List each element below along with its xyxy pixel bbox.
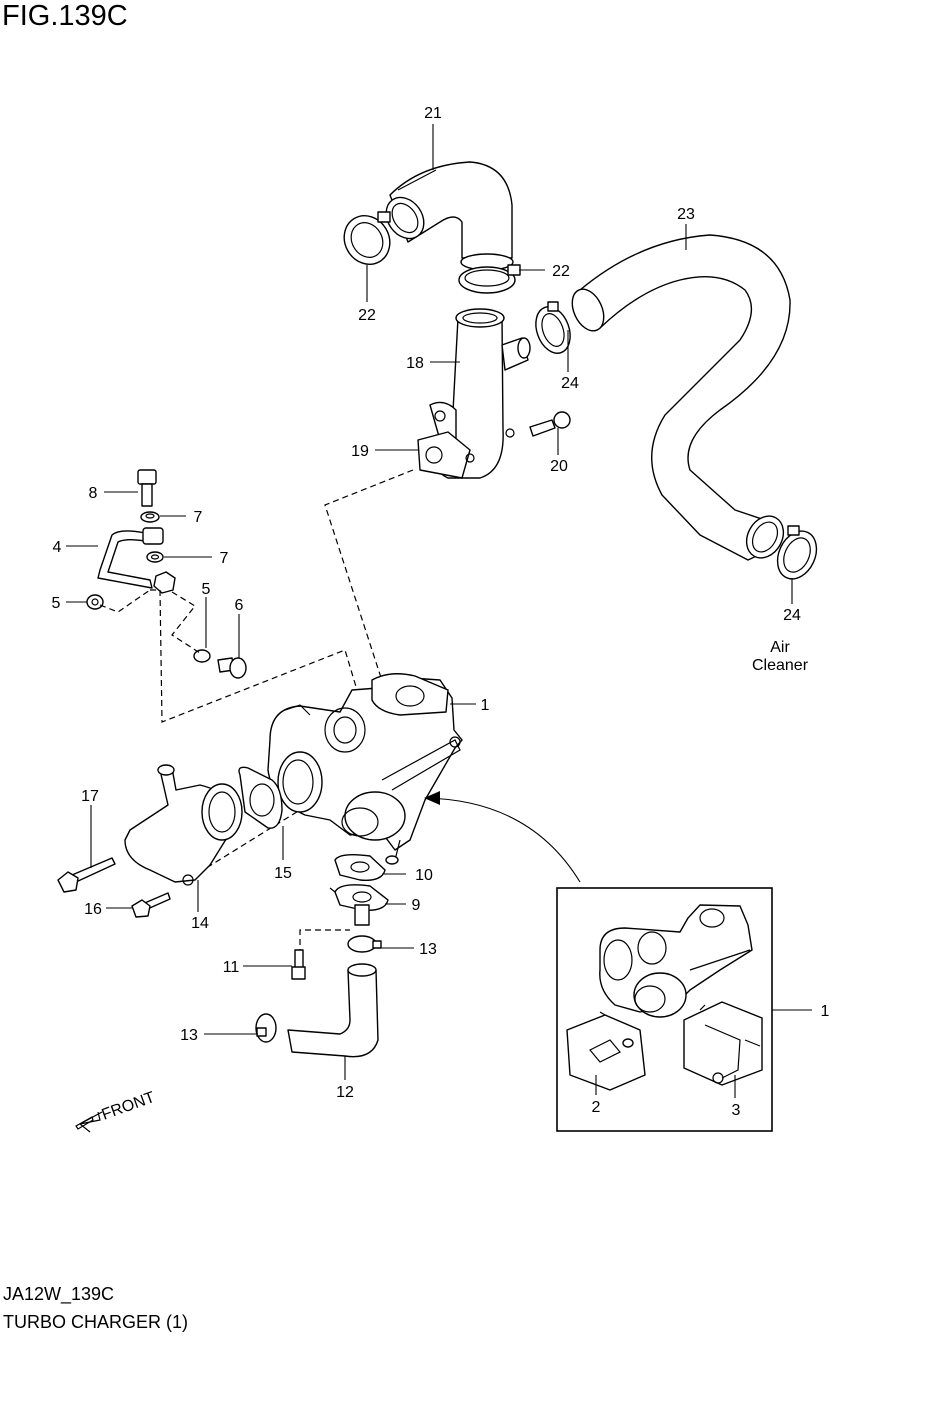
callout-9: 9 [412, 897, 421, 914]
leader-lines [66, 124, 812, 1098]
hose-23 [571, 234, 791, 561]
bolt-16 [131, 892, 171, 918]
air-cleaner-label-line1: Air [770, 639, 790, 656]
air-cleaner-label-line2: Cleaner [752, 657, 809, 674]
washer-7-upper [140, 511, 160, 523]
clamp-24-lower [776, 525, 818, 580]
callout-22-right: 22 [552, 263, 570, 280]
bolt-6 [217, 657, 247, 679]
bolt-20 [529, 411, 571, 437]
washer-7-lower [146, 551, 164, 563]
callout-17: 17 [81, 788, 99, 805]
callout-6: 6 [235, 597, 244, 614]
callout-13-lower: 13 [180, 1027, 198, 1044]
detail-inset [556, 887, 773, 1132]
callout-1-inset: 1 [821, 1003, 830, 1020]
washer-5-lower [193, 649, 211, 663]
callout-23: 23 [677, 206, 695, 223]
union-9 [334, 884, 389, 926]
turbocharger-1 [267, 673, 463, 865]
oil-pipe-4 [97, 527, 164, 589]
clamp-13-lower [255, 1013, 277, 1043]
callout-7-upper: 7 [194, 509, 203, 526]
front-arrow: FRONT [75, 1089, 158, 1133]
clamp-24-upper [535, 301, 571, 354]
callout-16: 16 [84, 901, 102, 918]
callout-5-left: 5 [52, 595, 61, 612]
hose-12 [287, 963, 379, 1058]
callout-numbers: 21 22 22 23 24 24 18 19 20 8 7 4 7 5 5 6… [52, 105, 830, 1119]
bolt-8 [137, 469, 157, 507]
bolt-11 [291, 949, 306, 980]
callout-11: 11 [223, 959, 240, 976]
inlet-pipe-18 [417, 308, 531, 479]
callout-12: 12 [336, 1084, 354, 1101]
callout-21: 21 [424, 105, 442, 122]
callout-22-left: 22 [358, 307, 376, 324]
callout-18: 18 [406, 355, 424, 372]
clamp-22-right [458, 264, 521, 294]
clamp-13-upper [347, 935, 382, 953]
clamp-22-left [343, 211, 391, 265]
gasket-15 [238, 766, 283, 829]
callout-4: 4 [53, 539, 62, 556]
callout-1: 1 [481, 697, 490, 714]
inset-pointer-line [424, 797, 581, 883]
nut-5-upper [153, 571, 176, 594]
figure-code: JA12W_139C [3, 1284, 115, 1304]
callout-20: 20 [550, 458, 568, 475]
inset-pointer-arrowhead [424, 791, 440, 805]
hose-21 [385, 161, 514, 271]
callout-3: 3 [732, 1102, 741, 1119]
figure-title: FIG.139C [2, 0, 128, 32]
bolt-17 [57, 857, 116, 893]
callout-10: 10 [415, 867, 433, 884]
callout-2: 2 [592, 1099, 601, 1116]
figure-name: TURBO CHARGER (1) [3, 1312, 189, 1332]
callout-24-upper: 24 [561, 375, 579, 392]
callout-7-lower: 7 [220, 550, 229, 567]
callout-15: 15 [274, 865, 292, 882]
callout-24-lower: 24 [783, 607, 801, 624]
nut-5-left [86, 594, 104, 610]
callout-13-upper: 13 [419, 941, 437, 958]
callout-14: 14 [191, 915, 209, 932]
outlet-pipe-14 [124, 764, 243, 886]
front-label: FRONT [100, 1089, 158, 1124]
gasket-10 [334, 853, 386, 881]
callout-8: 8 [89, 485, 98, 502]
callout-19: 19 [351, 443, 369, 460]
callout-5-right: 5 [202, 581, 211, 598]
